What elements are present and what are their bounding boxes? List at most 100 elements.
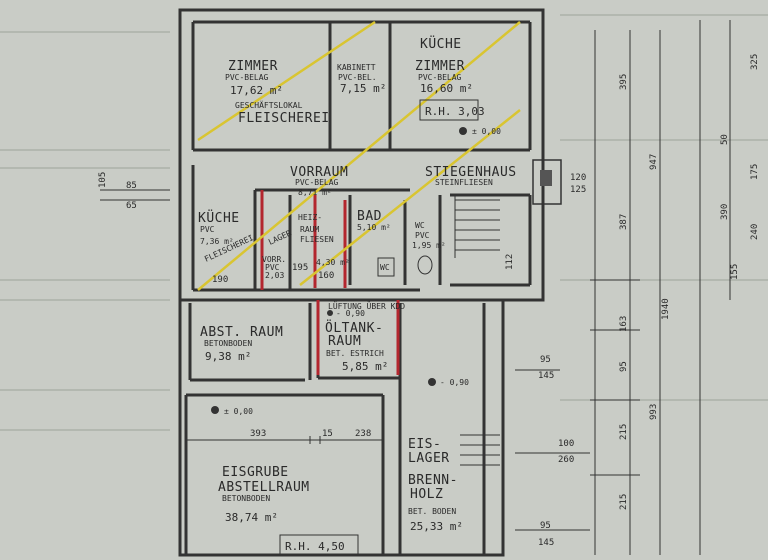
dim-160: 160 (318, 271, 334, 281)
heizraum-area: 4,30 m² (316, 258, 350, 267)
wc-name: WC (415, 221, 425, 230)
level-marker-icon (327, 310, 333, 316)
dim-15: 15 (322, 429, 333, 439)
oltank-name1: ÖLTANK- (325, 319, 383, 336)
dim-325: 325 (750, 54, 760, 70)
dim-215a: 215 (619, 424, 629, 440)
dim-125: 125 (570, 185, 586, 195)
level-marker-icon (211, 406, 219, 414)
dim-120: 120 (570, 173, 586, 183)
heizraum-name2: RAUM (300, 225, 319, 234)
stiegenhaus-floor: STEINFLIESEN (435, 178, 493, 187)
wc-fixture-icon (417, 255, 433, 275)
kabinett-area: 7,15 m² (340, 82, 386, 95)
vorraum-name: VORRAUM (290, 165, 348, 180)
dim-238: 238 (355, 429, 371, 439)
dim-395: 395 (619, 74, 629, 90)
dim-100: 100 (558, 439, 574, 449)
zimmer-extra1: GESCHÄFTSLOKAL (235, 100, 303, 110)
dim-240: 240 (750, 224, 760, 240)
vorr-name: VORR. (262, 255, 286, 264)
wc-fixture-label: WC (380, 263, 390, 272)
heizraum-floor: FLIESEN (300, 235, 334, 244)
eislager-name3: BRENN- (408, 473, 458, 488)
eisgrube-level: ± 0,00 (224, 407, 253, 416)
kabinett-name: KABINETT (337, 63, 376, 72)
kuche-area: 7,36 m² (200, 237, 234, 246)
dim-947: 947 (649, 154, 659, 170)
heizraum-name1: HEIZ- (298, 213, 322, 222)
oltank-floor: BET. ESTRICH (326, 349, 384, 358)
stiegenhaus-name: STIEGENHAUS (425, 165, 517, 180)
eislager-name2: LAGER (408, 451, 450, 466)
abst-raum-name: ABST. RAUM (200, 325, 283, 340)
dim-95a: 95 (540, 355, 551, 365)
eisgrube-name2: ABSTELLRAUM (218, 480, 310, 495)
kabinett-floor: PVC-BEL. (338, 73, 377, 82)
lueftung-label: LÜFTUNG ÜBER KDD (328, 301, 405, 311)
dim-260: 260 (558, 455, 574, 465)
vorr-floor: PVC (265, 263, 280, 272)
dim-993: 993 (649, 404, 659, 420)
dim-95b: 95 (540, 521, 551, 531)
dim-50: 50 (720, 134, 730, 145)
dim-215b: 215 (619, 494, 629, 510)
kuche-floor: PVC (200, 225, 215, 234)
rh-box-top (419, 99, 479, 121)
bad-fixture-icon (377, 257, 395, 277)
oltank-name2: RAUM (328, 334, 361, 349)
level-marker-icon (428, 378, 436, 386)
meter-icon (540, 170, 552, 186)
kuche-zimmer-rh: R.H. 3,03 (425, 105, 485, 118)
dim-1940: 1940 (661, 298, 671, 320)
dim-175: 175 (750, 164, 760, 180)
vorr-area: 2,03 (265, 271, 284, 280)
oltank-area: 5,85 m² (342, 360, 388, 373)
level-marker-icon (459, 127, 467, 135)
dim-145b: 145 (538, 538, 554, 548)
zimmer-area: 17,62 m² (230, 84, 283, 97)
dim-95v: 95 (619, 361, 629, 372)
eisgrube-rh: R.H. 4,50 (285, 540, 345, 553)
zimmer-floor: PVC-BELAG (225, 73, 269, 82)
kuche-name: KÜCHE (198, 209, 240, 226)
kuche-zimmer-name2: ZIMMER (415, 59, 465, 74)
dim-145a: 145 (538, 371, 554, 381)
dim-163: 163 (619, 316, 629, 332)
vorraum-floor: PVC-BELAG (295, 178, 339, 187)
kuche-zimmer-level: ± 0,00 (472, 127, 501, 136)
eislager-level: - 0,90 (440, 378, 469, 387)
eisgrube-floor: BETONBODEN (222, 494, 270, 503)
kuche-zimmer-area: 16,60 m² (420, 82, 473, 95)
eislager-name1: EIS- (408, 437, 441, 452)
eislager-area: 25,33 m² (410, 520, 463, 533)
zimmer-name: ZIMMER (228, 59, 278, 74)
zimmer-extra2: FLEISCHEREI (238, 111, 330, 126)
eisgrube-name1: EISGRUBE (222, 465, 289, 480)
dim-195: 195 (292, 263, 308, 273)
abst-raum-floor: BETONBODEN (204, 339, 252, 348)
meter-box (532, 159, 562, 205)
dim-112: 112 (505, 254, 515, 270)
dim-387: 387 (619, 214, 629, 230)
eisgrube-area: 38,74 m² (225, 511, 278, 524)
vorraum-area: 8,71 m² (298, 188, 332, 197)
stair (454, 195, 500, 466)
bad-name: BAD (357, 209, 382, 224)
wc-area: 1,95 m² (412, 241, 446, 250)
dim-190: 190 (212, 275, 228, 285)
dim-155: 155 (730, 264, 740, 280)
dim-105: 105 (98, 172, 108, 188)
dimension-lines (100, 20, 731, 555)
oltank-level: - 0,90 (336, 309, 365, 318)
eislager-name4: HOLZ (410, 487, 443, 502)
dim-390: 390 (720, 204, 730, 220)
kuche-zimmer-floor: PVC-BELAG (418, 73, 462, 82)
abst-raum-area: 9,38 m² (205, 350, 251, 363)
dim-393: 393 (250, 429, 266, 439)
rh-box-bottom (279, 534, 359, 556)
wc-floor: PVC (415, 231, 430, 240)
yellow-diagonals (197, 20, 521, 291)
red-walls (260, 190, 400, 375)
